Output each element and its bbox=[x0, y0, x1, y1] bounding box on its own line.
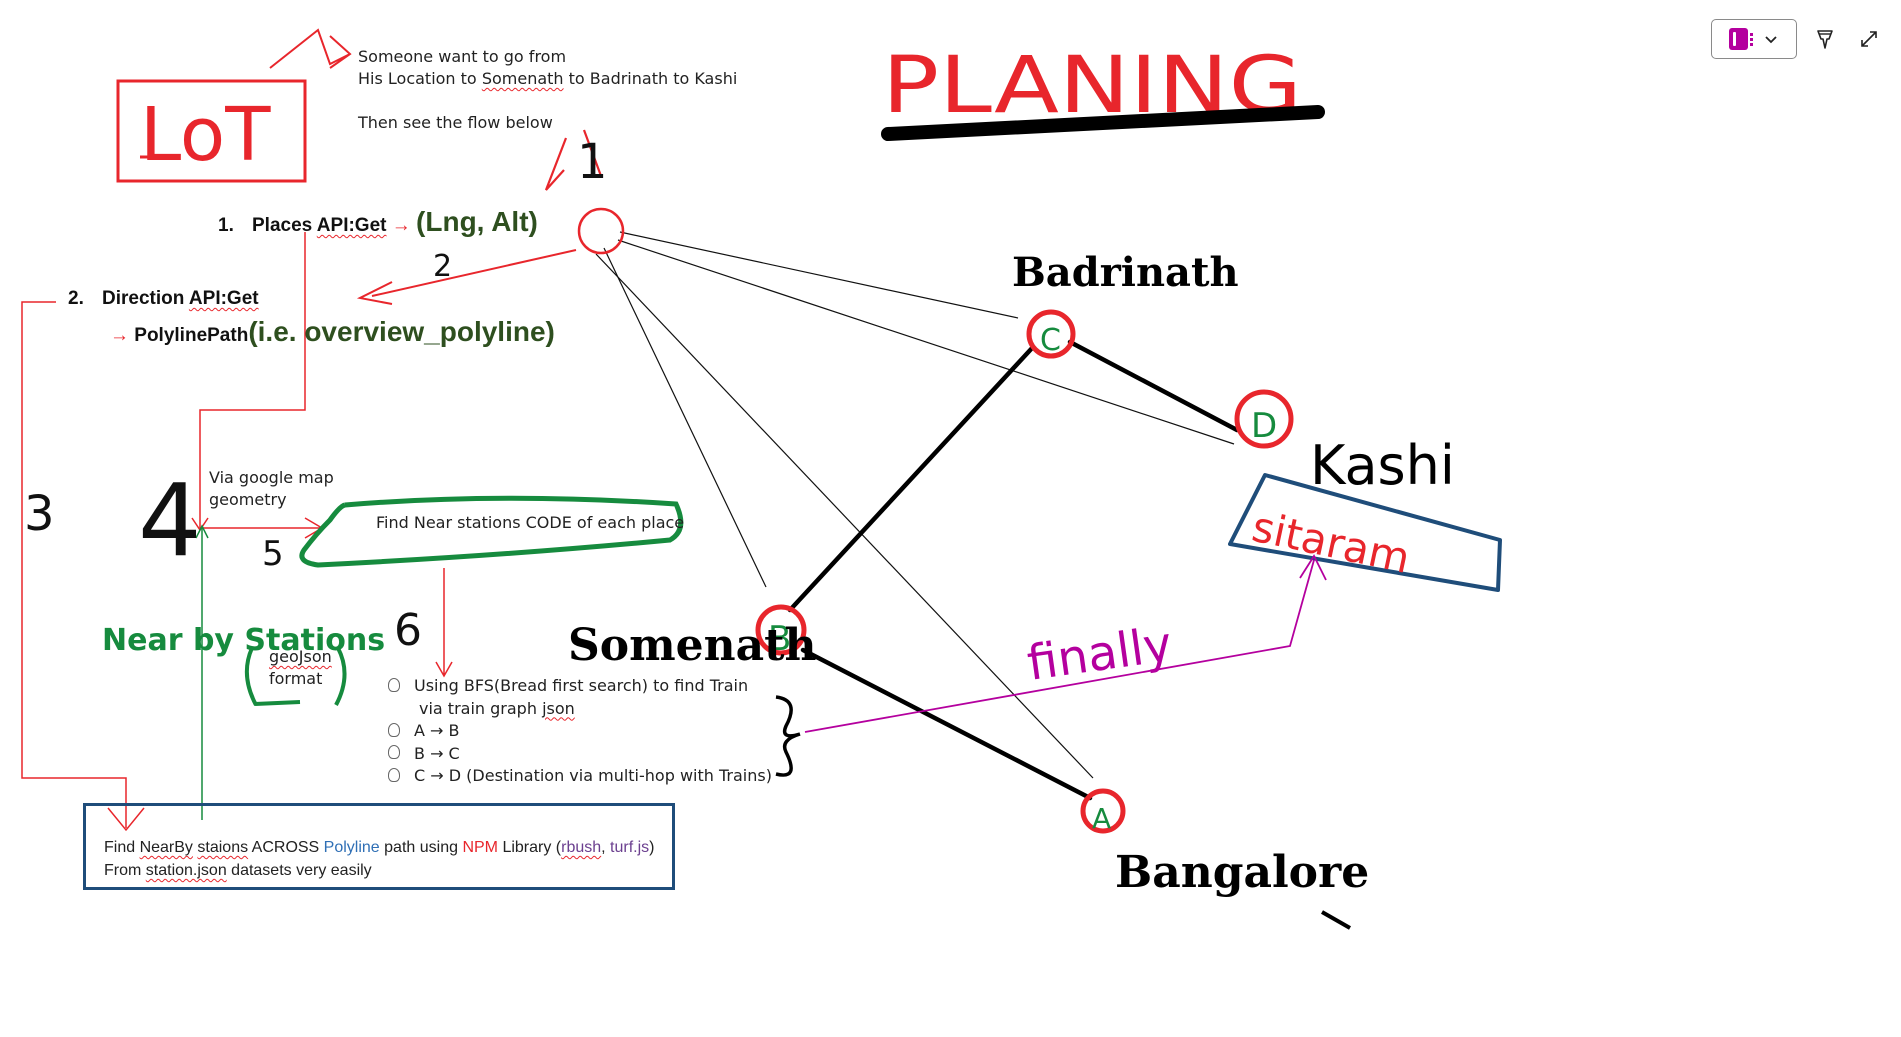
label-kashi: Kashi bbox=[1310, 434, 1455, 497]
geojson-note: geoJson format bbox=[269, 647, 332, 688]
lot-box bbox=[116, 79, 307, 183]
find-near-text: Find Near stations CODE of each place bbox=[376, 513, 685, 532]
find-near-bubble bbox=[299, 495, 684, 568]
bfs-item-1: Using BFS(Bread first search) to find Tr… bbox=[388, 675, 772, 698]
label-sitaram: sitaram bbox=[1248, 502, 1414, 583]
geojson-parens bbox=[244, 647, 347, 706]
intro-text: Someone want to go from His Location to … bbox=[358, 46, 737, 134]
geojson-underline bbox=[254, 700, 301, 706]
bfs-item-ab: A → B bbox=[388, 720, 772, 743]
bfs-brace bbox=[775, 695, 801, 777]
svg-text:C: C bbox=[1040, 323, 1061, 358]
lot-text: LoT bbox=[140, 92, 271, 178]
label-badrinath: Badrinath bbox=[1012, 249, 1239, 296]
hand-num-3: 3 bbox=[24, 486, 55, 542]
hand-num-2: 2 bbox=[433, 249, 452, 284]
origin-arrow bbox=[544, 129, 603, 191]
svg-text:B: B bbox=[768, 619, 791, 659]
step-2-result: → PolylinePath(i.e. overview_polyline) bbox=[110, 316, 555, 347]
intro-line-2: His Location to Somenath to Badrinath to… bbox=[358, 69, 738, 88]
chevron-down-icon bbox=[1764, 36, 1777, 44]
hand-num-4: 4 bbox=[138, 462, 202, 579]
label-somenath: Somenath bbox=[568, 620, 817, 671]
node-d: D bbox=[1234, 389, 1294, 449]
hand-num-6: 6 bbox=[394, 605, 422, 656]
step-1: 1.Places API:Get → (Lng, Alt) bbox=[218, 206, 538, 237]
label-bangalore: Bangalore bbox=[1115, 847, 1369, 898]
bfs-list: Using BFS(Bread first search) to find Tr… bbox=[388, 675, 772, 788]
intro-line-3: Then see the flow below bbox=[358, 113, 553, 132]
bfs-item-1-cont: via train graph json bbox=[419, 698, 575, 718]
lightbulb-icon bbox=[388, 767, 400, 782]
notebook-picker-button[interactable] bbox=[1711, 19, 1797, 59]
bfs-item-cd: C → D (Destination via multi-hop with Tr… bbox=[388, 765, 772, 788]
label-finally: finally bbox=[1024, 616, 1176, 692]
nearby-stations-text: Find NearBy staions ACROSS Polyline path… bbox=[104, 836, 655, 882]
planing-underline bbox=[881, 105, 1325, 141]
node-a: A bbox=[1080, 788, 1126, 835]
step1-result: (Lng, Alt) bbox=[416, 206, 538, 237]
lightbulb-icon bbox=[388, 745, 400, 759]
highlighter-pen-icon[interactable] bbox=[1812, 26, 1838, 52]
lot-arrow bbox=[269, 28, 352, 69]
label-nearby-stations: Near by Stations bbox=[102, 623, 385, 658]
bottom-line-1: Find NearBy staions ACROSS Polyline path… bbox=[104, 839, 655, 856]
onenote-notebook-icon bbox=[1728, 28, 1753, 50]
route-lines bbox=[595, 231, 1235, 779]
lightbulb-icon bbox=[388, 677, 400, 692]
expand-icon[interactable] bbox=[1856, 26, 1882, 52]
node-b: B bbox=[755, 604, 807, 659]
finally-arrow bbox=[804, 554, 1327, 733]
hand-num-1: 1 bbox=[577, 134, 608, 190]
step-2: 2.Direction API:Get bbox=[68, 288, 259, 309]
bangalore-tail bbox=[1321, 910, 1351, 930]
nearby-stations-box bbox=[83, 803, 675, 890]
intro-line-1: Someone want to go from bbox=[358, 47, 567, 66]
sitaram-box bbox=[1228, 473, 1502, 592]
arrow-to-step2 bbox=[356, 249, 577, 305]
lightbulb-icon bbox=[388, 722, 400, 737]
origin-node bbox=[577, 207, 625, 255]
svg-text:D: D bbox=[1251, 406, 1277, 446]
bfs-item-bc: B → C bbox=[388, 743, 772, 766]
train-route bbox=[787, 339, 1240, 801]
node-c: C bbox=[1026, 309, 1076, 359]
green-arrowhead bbox=[195, 524, 209, 539]
flow-lines bbox=[21, 232, 453, 832]
svg-text:A: A bbox=[1092, 802, 1111, 835]
hand-num-5: 5 bbox=[262, 534, 284, 574]
bottom-line-2: From station.json datasets very easily bbox=[104, 862, 372, 879]
via-google-note: Via google map geometry bbox=[209, 468, 334, 509]
